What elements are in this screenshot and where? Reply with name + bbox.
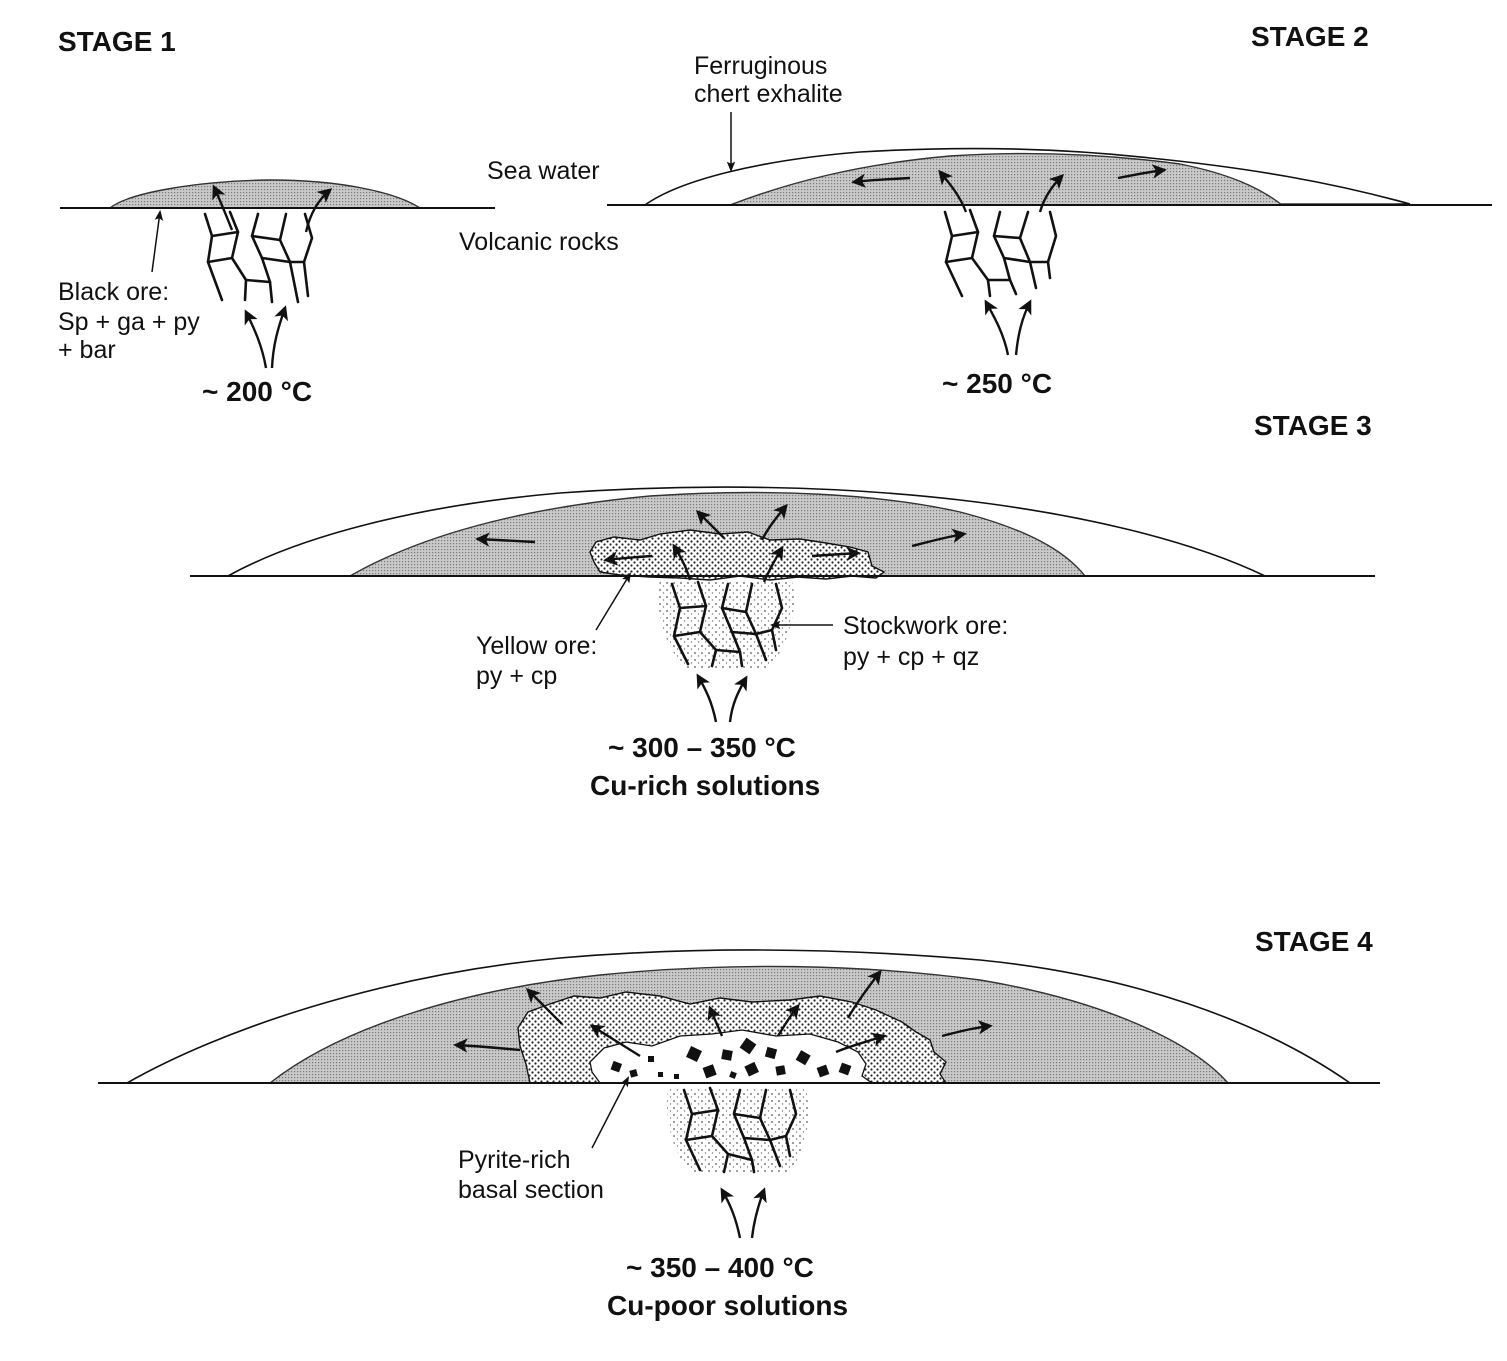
stage-1-black-ore-mound: [108, 179, 423, 209]
stage-4-feeder-arrow: [750, 1187, 767, 1239]
stage-4-vent-arrow: [525, 987, 563, 1025]
stage-3-yellow-ore-label-line1: Yellow ore:: [476, 632, 597, 660]
stage-2-vent-arrow: [1038, 173, 1065, 213]
stage-2-vent-arrow: [851, 173, 911, 188]
stage-4-feeder-arrow: [720, 1187, 742, 1239]
stage-4-pyrite-label-line2: basal section: [458, 1176, 604, 1204]
stage-1-title: STAGE 1: [58, 26, 176, 57]
stage-2-chert-label-line2: chert exhalite: [694, 80, 843, 108]
stage-3-vent-arrow: [672, 543, 692, 581]
stage-1-stockwork-veins: [203, 210, 314, 304]
stage-3-yellow-ore-leader: [595, 572, 632, 631]
stage-1-black-ore-label-line3: + bar: [58, 336, 116, 364]
stage-3-group: STAGE 3 Yellow ore: py: [190, 410, 1375, 801]
stage-1-black-ore-leader: [151, 209, 164, 273]
stage-3-stockwork-veins: [670, 580, 784, 668]
stage-3-vent-arrow: [762, 545, 784, 583]
stage-3-stockwork-label-line1: Stockwork ore:: [843, 612, 1008, 640]
stage-3-title: STAGE 3: [1254, 410, 1372, 441]
stage-4-vent-arrow: [589, 1024, 641, 1058]
stage-2-chert-label-line1: Ferruginous: [694, 52, 827, 80]
stage-3-vent-arrow: [475, 532, 536, 547]
stage-2-group: STAGE 2 Ferruginous chert exhalite ~ 250…: [607, 21, 1492, 399]
stage-3-solutions: Cu-rich solutions: [590, 770, 820, 801]
stage-4-temperature: ~ 350 – 400 °C: [626, 1252, 814, 1283]
stage-2-stockwork-veins: [943, 208, 1058, 298]
stage-4-solutions: Cu-poor solutions: [607, 1290, 848, 1321]
stage-3-feeder-arrow: [728, 675, 748, 723]
stage-3-yellow-ore-lens: [589, 529, 886, 581]
stage-2-black-ore-mound: [729, 152, 1285, 206]
stage-4-vent-arrow: [453, 1038, 521, 1053]
stage-1-feeder-arrow: [244, 309, 268, 369]
stage-4-pyrite-blocks: [610, 1037, 852, 1079]
stage-1-feeder-arrow: [270, 305, 288, 369]
stage-2-vent-arrow: [938, 169, 968, 213]
stage-2-title: STAGE 2: [1251, 21, 1369, 52]
stage-1-vent-arrow: [304, 188, 333, 233]
stage-1-temperature: ~ 200 °C: [202, 376, 312, 407]
stage-4-vent-arrow: [941, 1020, 993, 1038]
stage-1-group: STAGE 1 Black ore: Sp + ga + py + bar ~ …: [58, 26, 495, 407]
stage-4-vent-arrow: [835, 1032, 887, 1054]
stage-3-vent-arrow: [695, 509, 725, 539]
stage-2-feeder-arrow: [1014, 299, 1032, 356]
stage-3-vent-arrow: [760, 503, 788, 541]
sea-water-label: Sea water: [487, 157, 600, 185]
stage-4-vent-arrow: [776, 1003, 800, 1037]
stage-2-feeder-arrow: [984, 299, 1010, 356]
stage-3-yellow-ore-label-line2: py + cp: [476, 662, 557, 690]
stage-1-black-ore-label-line2: Sp + ga + py: [58, 308, 200, 336]
stage-3-stockwork-label-line2: py + cp + qz: [843, 643, 979, 671]
stage-3-temperature: ~ 300 – 350 °C: [608, 732, 796, 763]
stage-4-stockwork-veins: [682, 1086, 798, 1174]
stage-4-title: STAGE 4: [1255, 926, 1373, 957]
stage-2-temperature: ~ 250 °C: [942, 368, 1052, 399]
stage-3-vent-arrow: [911, 528, 967, 548]
stage-4-group: STAGE 4: [98, 926, 1380, 1321]
volcanic-rocks-label: Volcanic rocks: [459, 228, 619, 256]
stage-4-pyrite-label-line1: Pyrite-rich: [458, 1146, 571, 1174]
stage-2-vent-arrow: [1117, 164, 1167, 180]
stage-4-vent-arrow: [707, 1005, 724, 1037]
stage-3-vent-arrow: [811, 546, 861, 561]
stage-4-vent-arrow: [846, 969, 882, 1019]
stage-1-vent-arrow: [212, 184, 234, 231]
stage-3-vent-arrow: [603, 551, 653, 566]
stage-3-feeder-arrow: [696, 673, 718, 723]
stage-1-black-ore-label-line1: Black ore:: [58, 278, 169, 306]
stage-4-pyrite-leader: [591, 1076, 629, 1149]
